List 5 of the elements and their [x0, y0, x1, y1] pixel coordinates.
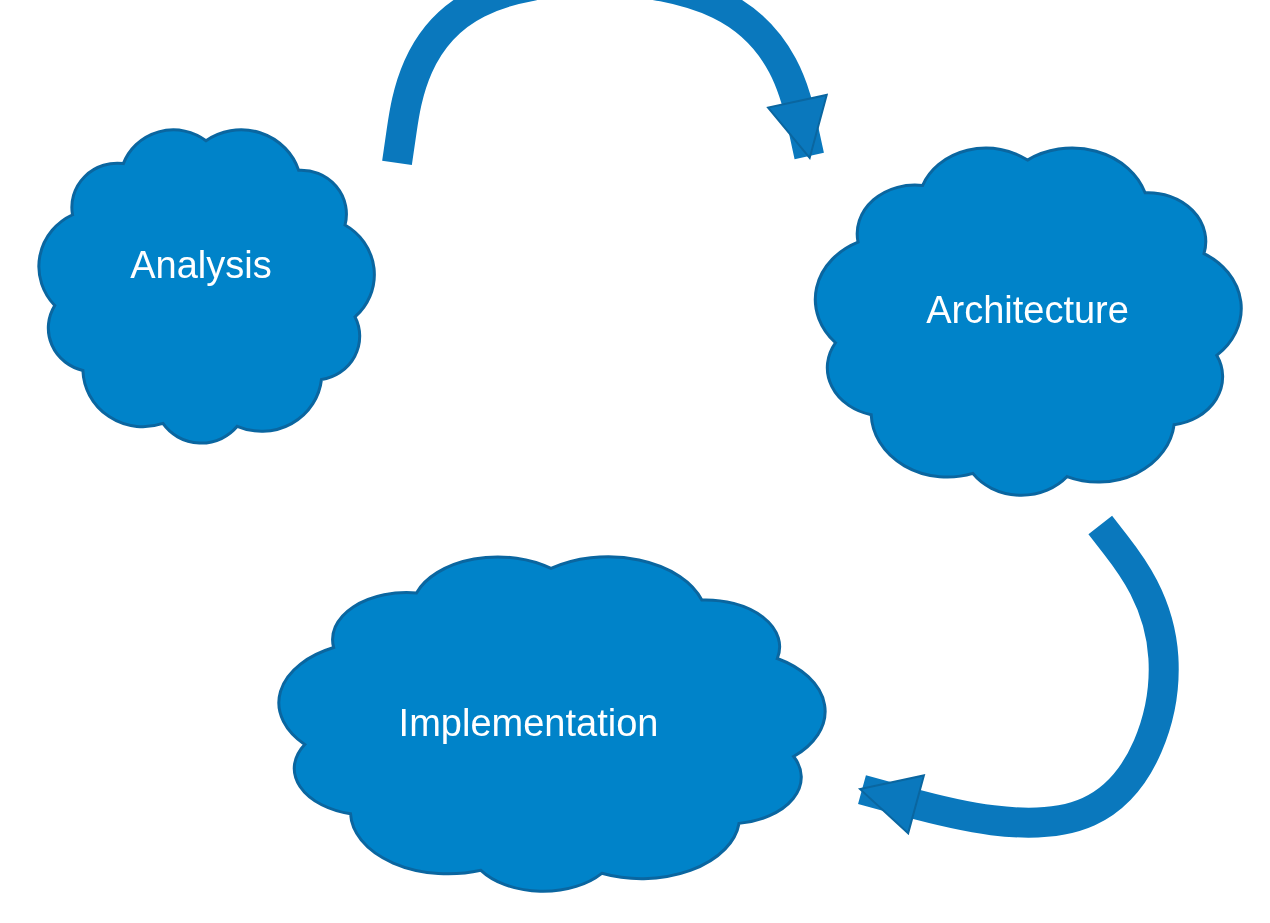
curved-arrow [858, 515, 1179, 838]
cloud-label: Implementation [398, 701, 659, 744]
cloud-label: Analysis [130, 243, 272, 287]
cloud-label: Architecture [926, 288, 1129, 332]
curved-arrow [382, 0, 828, 166]
